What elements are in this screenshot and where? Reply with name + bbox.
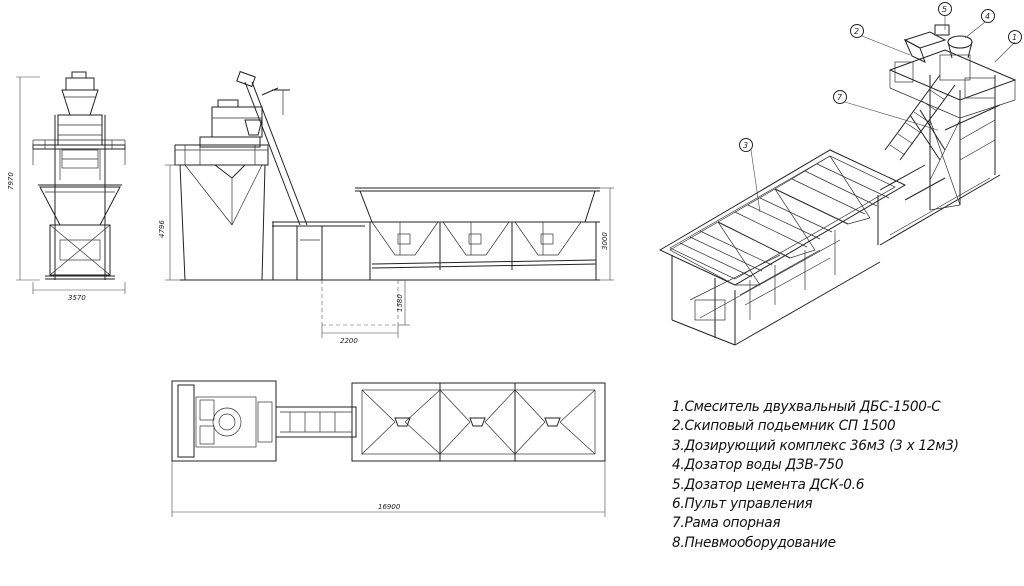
legend-item-3: 3.Дозирующий комплекс 36м3 (3 х 12м3) bbox=[672, 437, 959, 454]
callout-2: 2 bbox=[854, 27, 859, 36]
dim-front-height-right: 3000 bbox=[601, 232, 609, 250]
dim-side-height: 7970 bbox=[7, 172, 15, 190]
dim-front-height-left: 4796 bbox=[158, 220, 166, 238]
callout-3: 3 bbox=[743, 141, 748, 150]
callout-4: 4 bbox=[985, 12, 990, 21]
callout-7: 7 bbox=[837, 93, 843, 102]
dim-pit-depth: 1580 bbox=[396, 294, 404, 312]
dim-plan-length: 16900 bbox=[378, 503, 401, 511]
legend-item-6: 6.Пульт управления bbox=[672, 496, 813, 513]
side-view: 7970 3570 bbox=[7, 71, 126, 302]
callout-1: 1 bbox=[1012, 33, 1017, 42]
legend-item-5: 5.Дозатор цемента ДСК-0.6 bbox=[672, 476, 865, 493]
legend-item-2: 2.Скиповый подьемник СП 1500 bbox=[672, 418, 896, 435]
legend-item-1: 1.Смеситель двухвальный ДБС-1500-С bbox=[672, 399, 941, 415]
isometric-view bbox=[658, 24, 1017, 346]
legend-item-4: 4.Дозатор воды ДЗВ-750 bbox=[672, 457, 844, 474]
legend-item-7: 7.Рама опорная bbox=[672, 515, 781, 532]
callouts: 1 2 3 4 5 7 bbox=[739, 2, 1022, 213]
plan-view: 16900 bbox=[171, 380, 606, 517]
dim-side-width: 3570 bbox=[68, 294, 86, 302]
callout-5: 5 bbox=[942, 5, 947, 14]
dim-pit-width: 2200 bbox=[340, 337, 358, 345]
front-view: 4796 3000 1580 2200 bbox=[158, 70, 614, 345]
legend-item-8: 8.Пневмооборудование bbox=[672, 534, 836, 551]
component-legend: 1.Смеситель двухвальный ДБС-1500-С 2.Ски… bbox=[672, 398, 1017, 553]
